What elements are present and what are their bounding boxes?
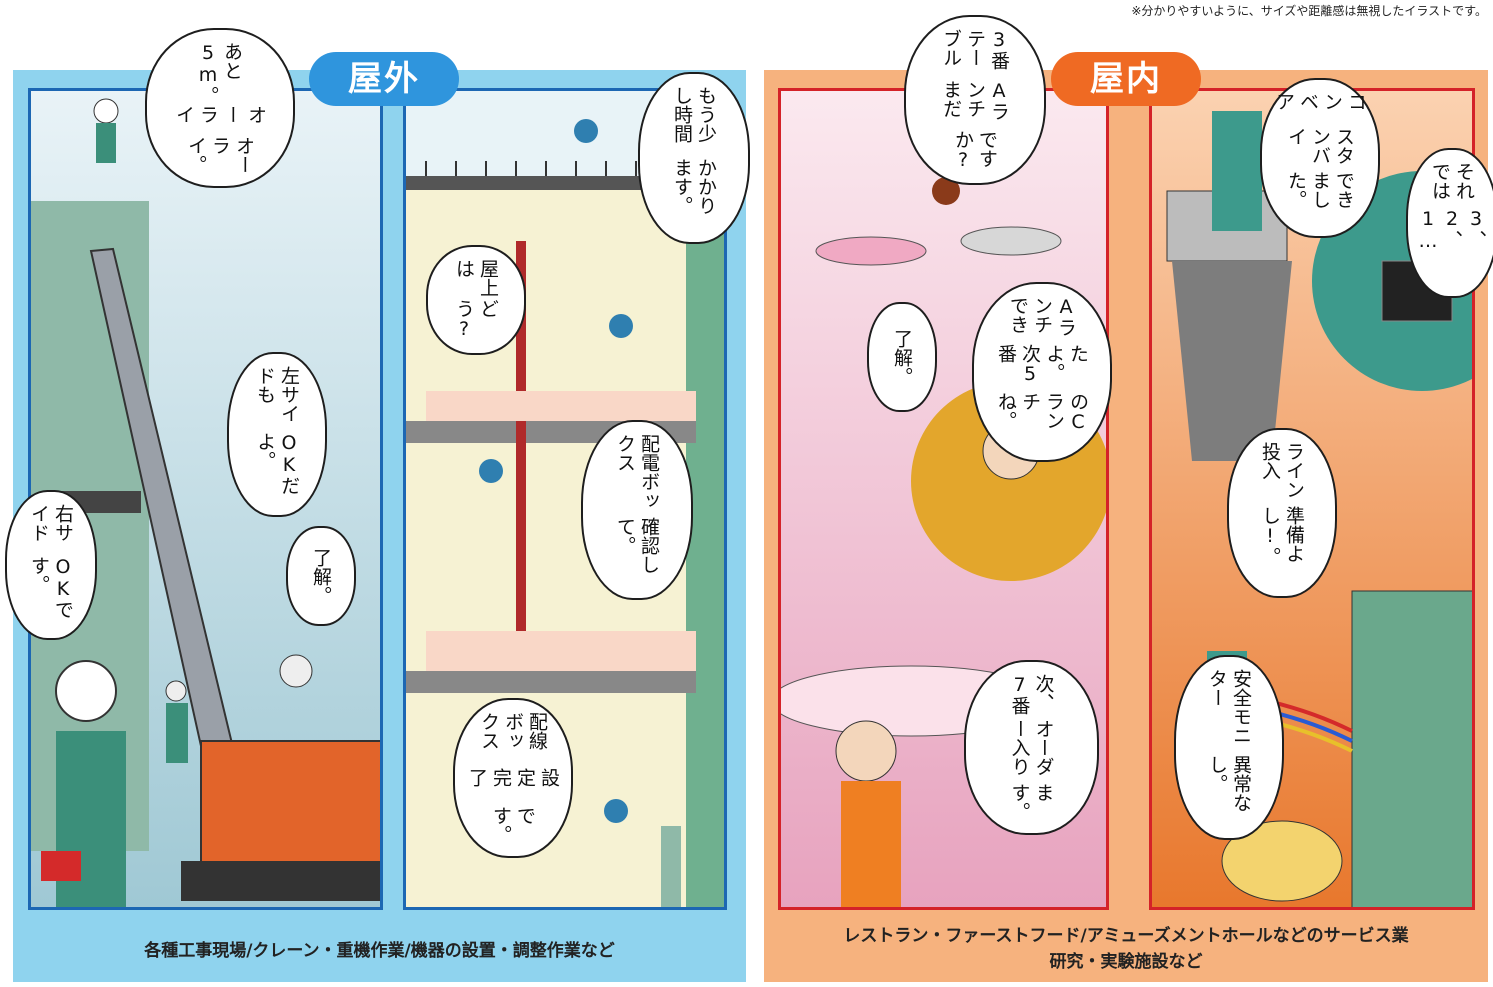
speech-bubble-conveyor: コンベア スタンバイ できました。 [1260,78,1380,238]
speech-bubble-distribution-box: 配電ボックス 確認して。 [581,420,693,600]
outdoor-caption: 各種工事現場/クレーン・重機作業/機器の設置・調整作業など [144,941,615,961]
speech-bubble-left-side: 左サイドも OKだよ。 [227,352,327,517]
indoor-section: 屋内 3番テーブル Aランチまだ ですか? 了解。 Aランチでき たよ。次5番 … [764,15,1493,982]
crane-scene-illustration [31,91,380,907]
speech-bubble-line-ready: ライン投入 準備よし!。 [1227,428,1337,598]
speech-bubble-rooftop: 屋上は どう? [426,245,526,355]
speech-bubble-more-time: もう少し時間 かかります。 [638,72,750,244]
crane-panel [28,88,383,910]
disclaimer-note: ※分かりやすいように、サイズや距離感は無視したイラストです。 [1131,4,1487,18]
speech-bubble-order-7: 次、7番 オーダー入り ます。 [964,660,1099,835]
indoor-caption: レストラン・ファーストフード/アミューズメントホールなどのサービス業 研究・実験… [843,926,1409,972]
speech-bubble-countdown: それでは 3、2、1… [1406,148,1493,298]
speech-bubble-wiring-box: 配線ボックス 設定完了 です。 [453,698,573,858]
outdoor-section: 屋外 あと5m。 オーライ オーライ。 左サイドも OKだよ。 右サイド OKで… [5,28,750,982]
speech-bubble-table-3: 3番テーブル Aランチまだ ですか? [904,15,1046,185]
indoor-title-badge: 屋内 [1051,52,1201,106]
speech-bubble-a-lunch-ready: Aランチでき たよ。次5番 のCランチね。 [972,282,1112,462]
speech-bubble-5m: あと5m。 オーライ オーライ。 [145,28,295,188]
speech-bubble-roger-waitress: 了解。 [867,302,937,412]
speech-bubble-safety-monitor: 安全モニター 異常なし。 [1174,655,1284,840]
speech-bubble-roger-crane: 了解。 [286,526,356,626]
speech-bubble-right-side: 右サイド OKです。 [5,490,97,640]
outdoor-title-badge: 屋外 [309,52,459,106]
